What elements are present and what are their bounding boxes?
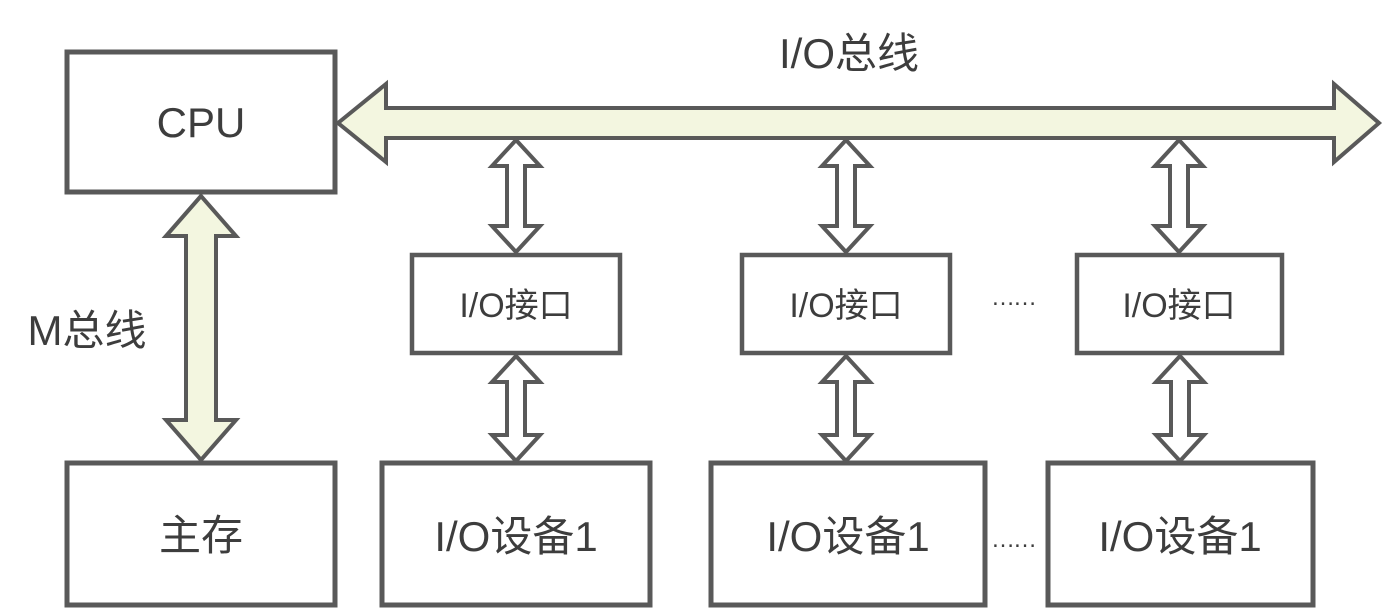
m-bus-arrow [161,192,241,464]
interface-device-connector-3 [1151,353,1209,464]
io-device-label-1: I/O设备1 [434,513,597,560]
m-bus-label: M总线 [28,307,147,354]
io-interface-box-1 [409,252,623,356]
io-interface-label-1: I/O接口 [459,287,572,325]
io-interface-box-3 [1074,252,1285,356]
io-interface-label-2: I/O接口 [789,287,902,325]
bus-interface-connector-3 [1150,137,1208,255]
io-device-box-3 [1045,460,1316,608]
interfaces-ellipsis: …… [991,284,1035,311]
io-bus-arrow [334,79,1383,167]
cpu-box [64,49,338,195]
interface-device-connector-1 [487,353,545,464]
main-memory-box [64,460,338,608]
interface-device-connector-2 [817,353,875,464]
io-interface-box-2 [739,252,953,356]
io-device-box-1 [379,460,653,608]
io-interface-label-3: I/O接口 [1122,287,1235,325]
io-bus-label: I/O总线 [779,30,919,77]
cpu-label: CPU [157,99,246,146]
io-device-label-2: I/O设备1 [766,513,929,560]
main-memory-label: 主存 [159,512,243,559]
io-device-label-3: I/O设备1 [1098,513,1261,560]
bus-interface-connector-1 [487,137,545,255]
bus-interface-connector-2 [817,137,875,255]
io-device-box-2 [708,460,988,608]
devices-ellipsis: …… [991,526,1035,553]
